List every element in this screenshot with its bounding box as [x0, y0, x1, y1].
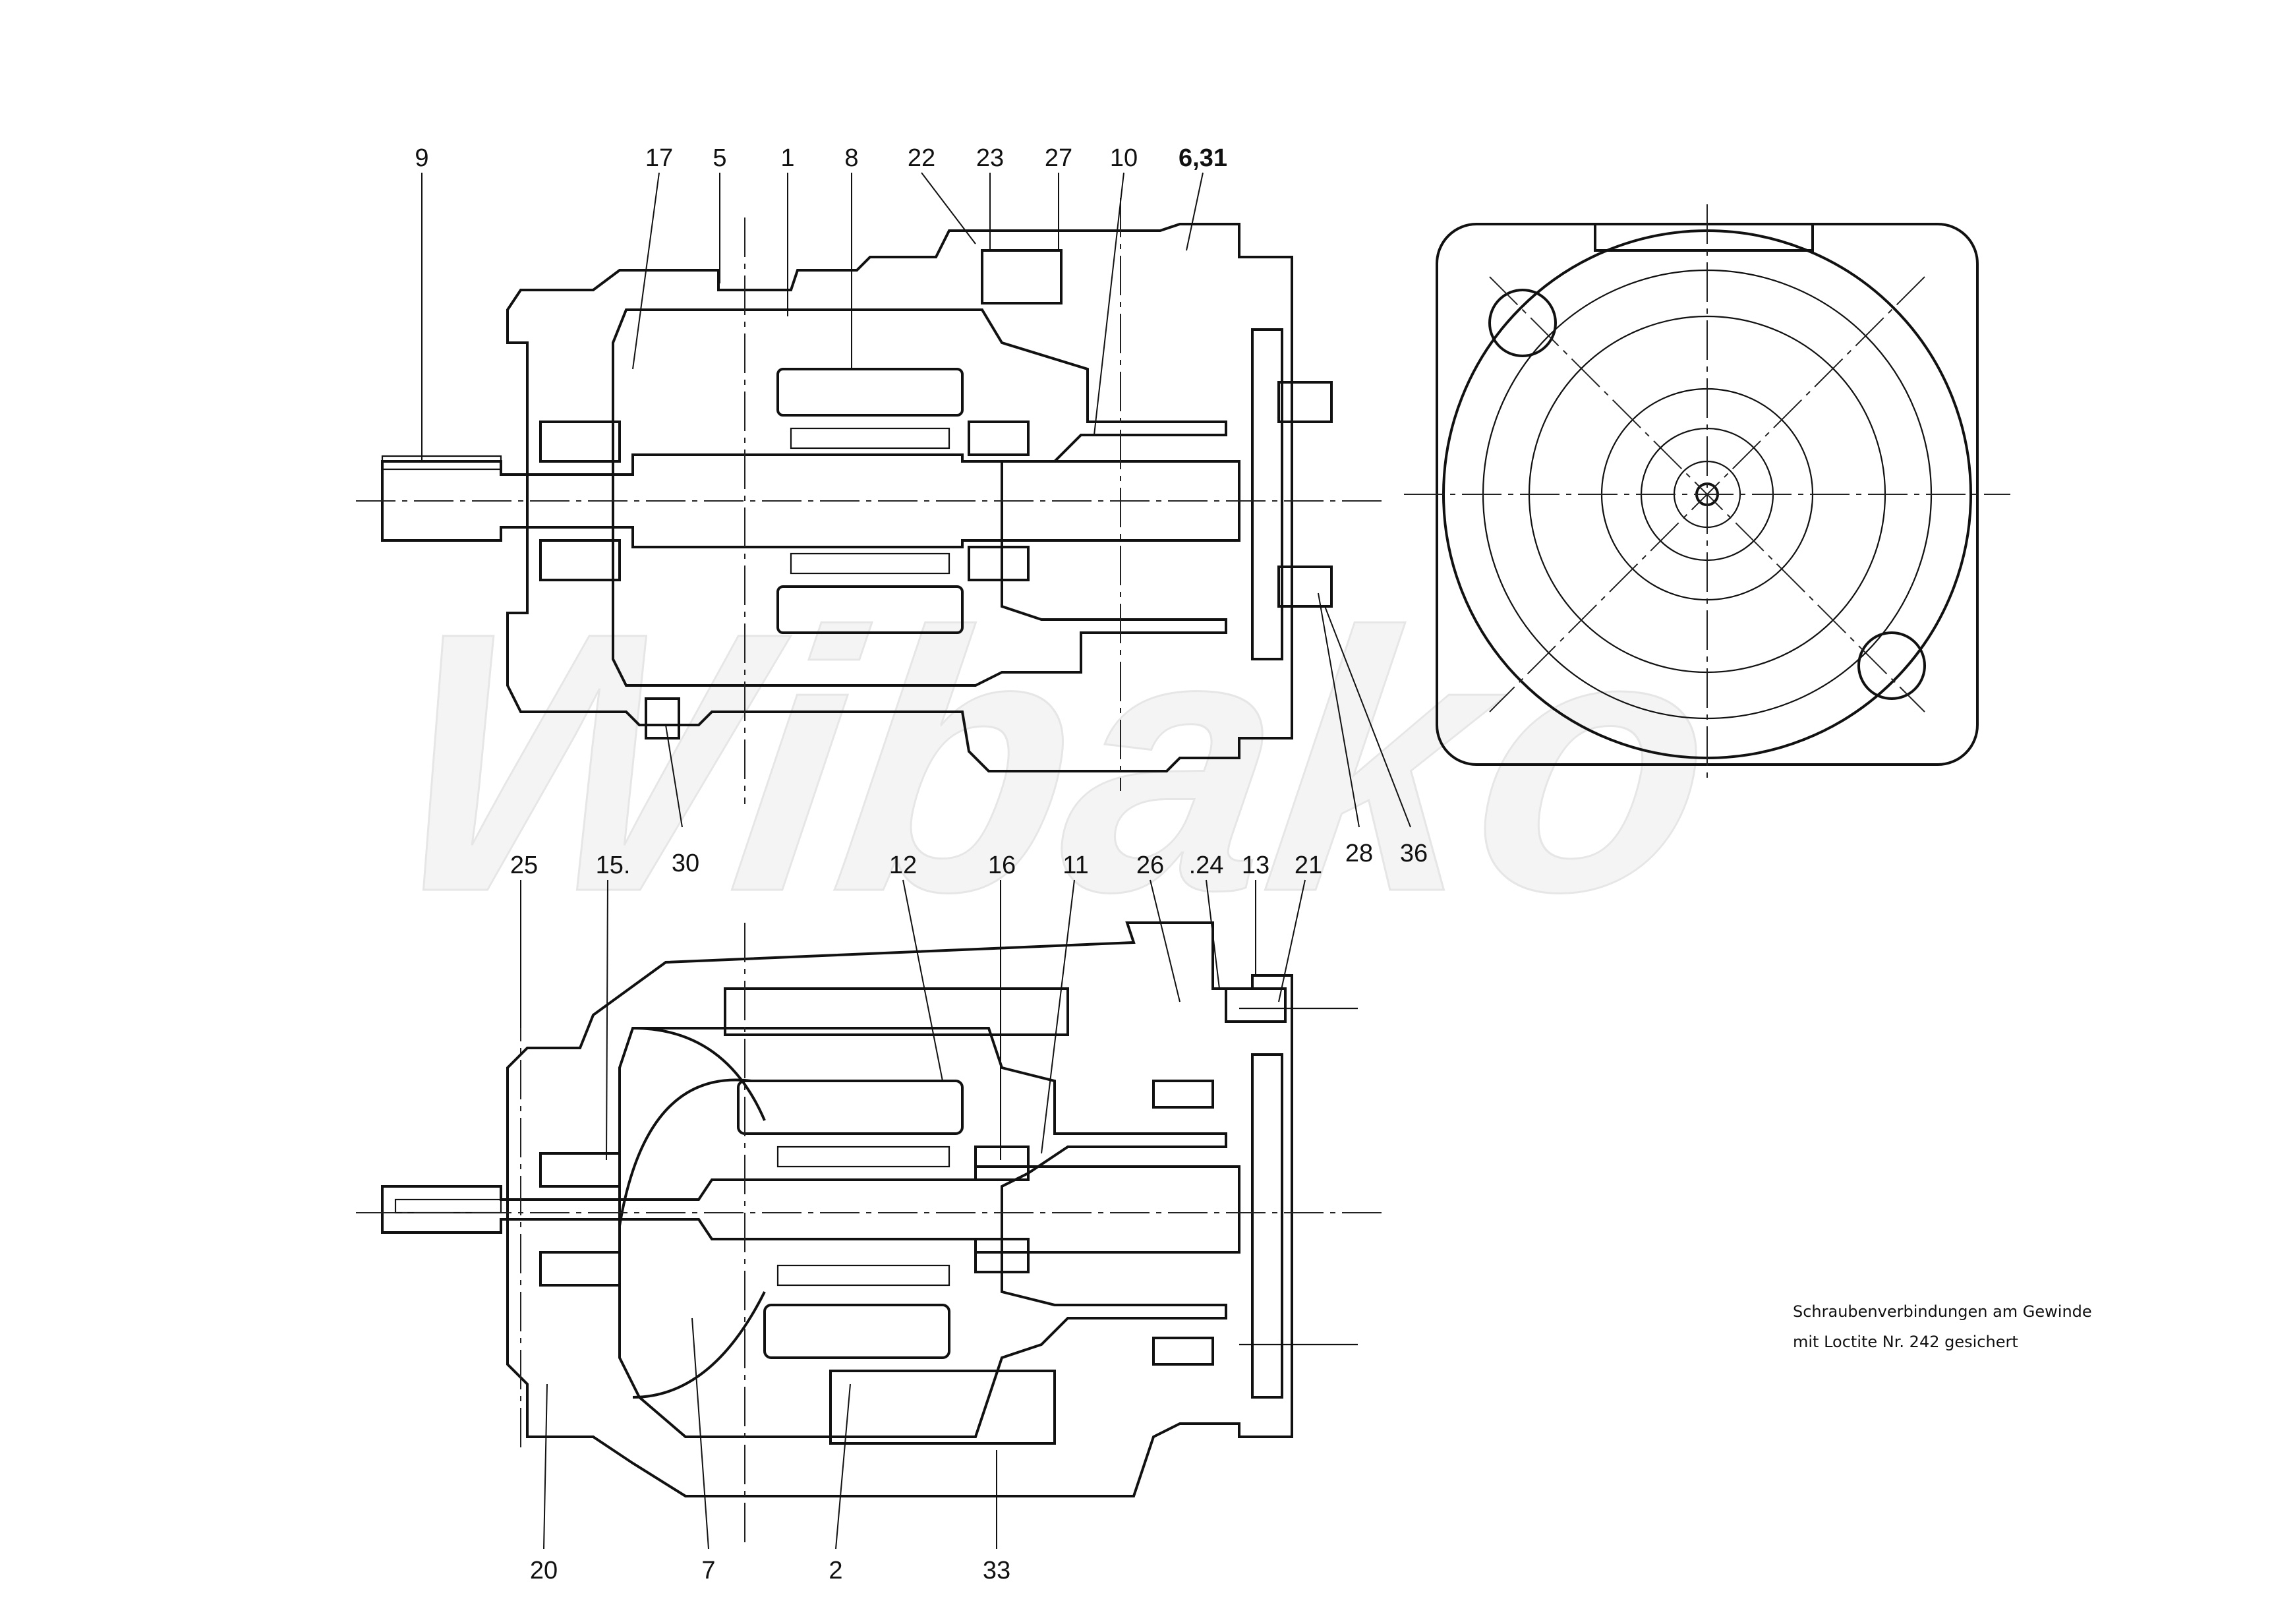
callout-5: 5 — [713, 144, 726, 172]
callout-23: 23 — [976, 144, 1004, 172]
end-view — [1404, 204, 2010, 784]
callout-6-31: 6,31 — [1179, 144, 1227, 172]
callout-10: 10 — [1110, 144, 1138, 172]
callout-21: 21 — [1295, 852, 1322, 879]
callout-2: 2 — [829, 1557, 842, 1584]
callout-36: 36 — [1400, 840, 1428, 867]
note-line-1: Schraubenverbindungen am Gewinde — [1793, 1302, 2092, 1321]
callout-9: 9 — [415, 144, 428, 172]
callout-17: 17 — [645, 144, 673, 172]
callout-12: 12 — [889, 852, 917, 879]
callout-16: 16 — [988, 852, 1016, 879]
assembly-note: Schraubenverbindungen am Gewinde mit Loc… — [1793, 1302, 2092, 1351]
callout-15: 15. — [596, 852, 631, 879]
leader-lines — [421, 172, 1411, 1550]
callout-13: 13 — [1242, 852, 1269, 879]
callout-25: 25 — [510, 852, 538, 879]
callouts-top: 9 17 5 1 8 22 23 27 10 6,31 30 28 36 — [415, 144, 1428, 877]
top-section-view — [356, 198, 1384, 804]
bottom-section-view — [356, 921, 1384, 1542]
callout-11: 11 — [1063, 852, 1088, 879]
watermark: Wibako — [369, 556, 1736, 968]
callout-27: 27 — [1045, 144, 1072, 172]
callout-8: 8 — [844, 144, 858, 172]
note-line-2: mit Loctite Nr. 242 gesichert — [1793, 1333, 2018, 1351]
callout-33: 33 — [983, 1557, 1010, 1584]
callout-20: 20 — [530, 1557, 558, 1584]
callout-22: 22 — [908, 144, 935, 172]
callout-28: 28 — [1345, 840, 1373, 867]
callout-26: 26 — [1136, 852, 1164, 879]
callout-1: 1 — [780, 144, 794, 172]
callout-24: .24 — [1189, 852, 1224, 879]
callouts-bottom: 25 15. 12 16 11 26 .24 13 21 20 7 2 33 — [510, 852, 1322, 1584]
callout-7: 7 — [701, 1557, 715, 1584]
callout-30: 30 — [672, 850, 699, 877]
